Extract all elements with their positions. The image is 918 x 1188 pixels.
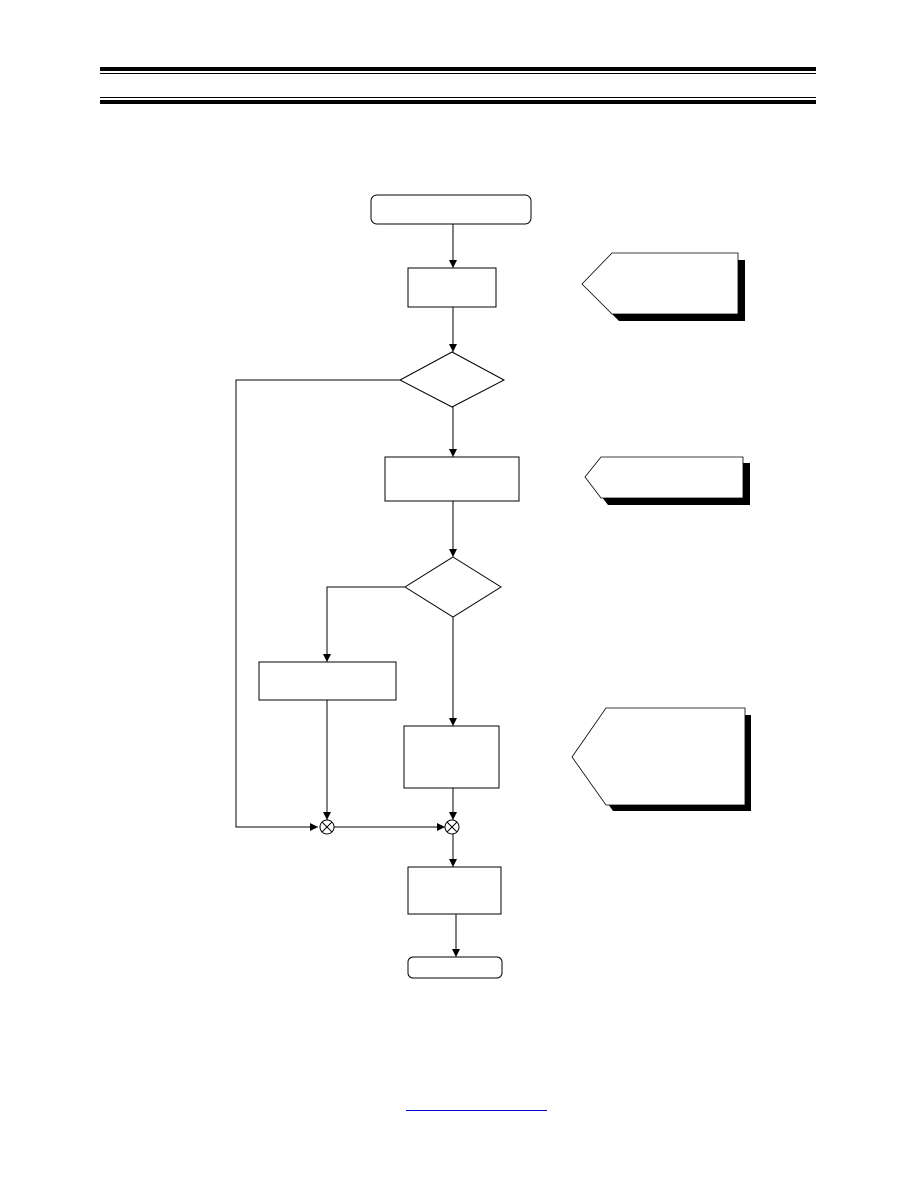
callout-1 (581, 252, 745, 321)
footer-link-underline (406, 1110, 547, 1111)
header-rules (100, 67, 816, 104)
merge-junction-1 (319, 819, 335, 835)
connector-decision2-left (323, 586, 405, 662)
callout-3 (571, 707, 751, 811)
process-left-node (258, 661, 397, 701)
header-rule-bottom (100, 100, 816, 104)
header-rule-top (100, 67, 816, 71)
process-2-node (384, 456, 520, 502)
decision-1-node (398, 351, 506, 408)
start-node (370, 194, 532, 225)
process-1-node (407, 267, 497, 308)
header-rule-bottom-thin (100, 97, 816, 98)
process-3-node (403, 725, 500, 789)
merge-junction-2 (444, 819, 460, 835)
header-rule-top-thin (100, 73, 816, 74)
decision-2-node (404, 556, 502, 618)
end-node (407, 956, 503, 979)
connector-decision1-bypass (235, 379, 400, 831)
callout-2 (584, 456, 750, 505)
process-4-node (407, 866, 502, 915)
